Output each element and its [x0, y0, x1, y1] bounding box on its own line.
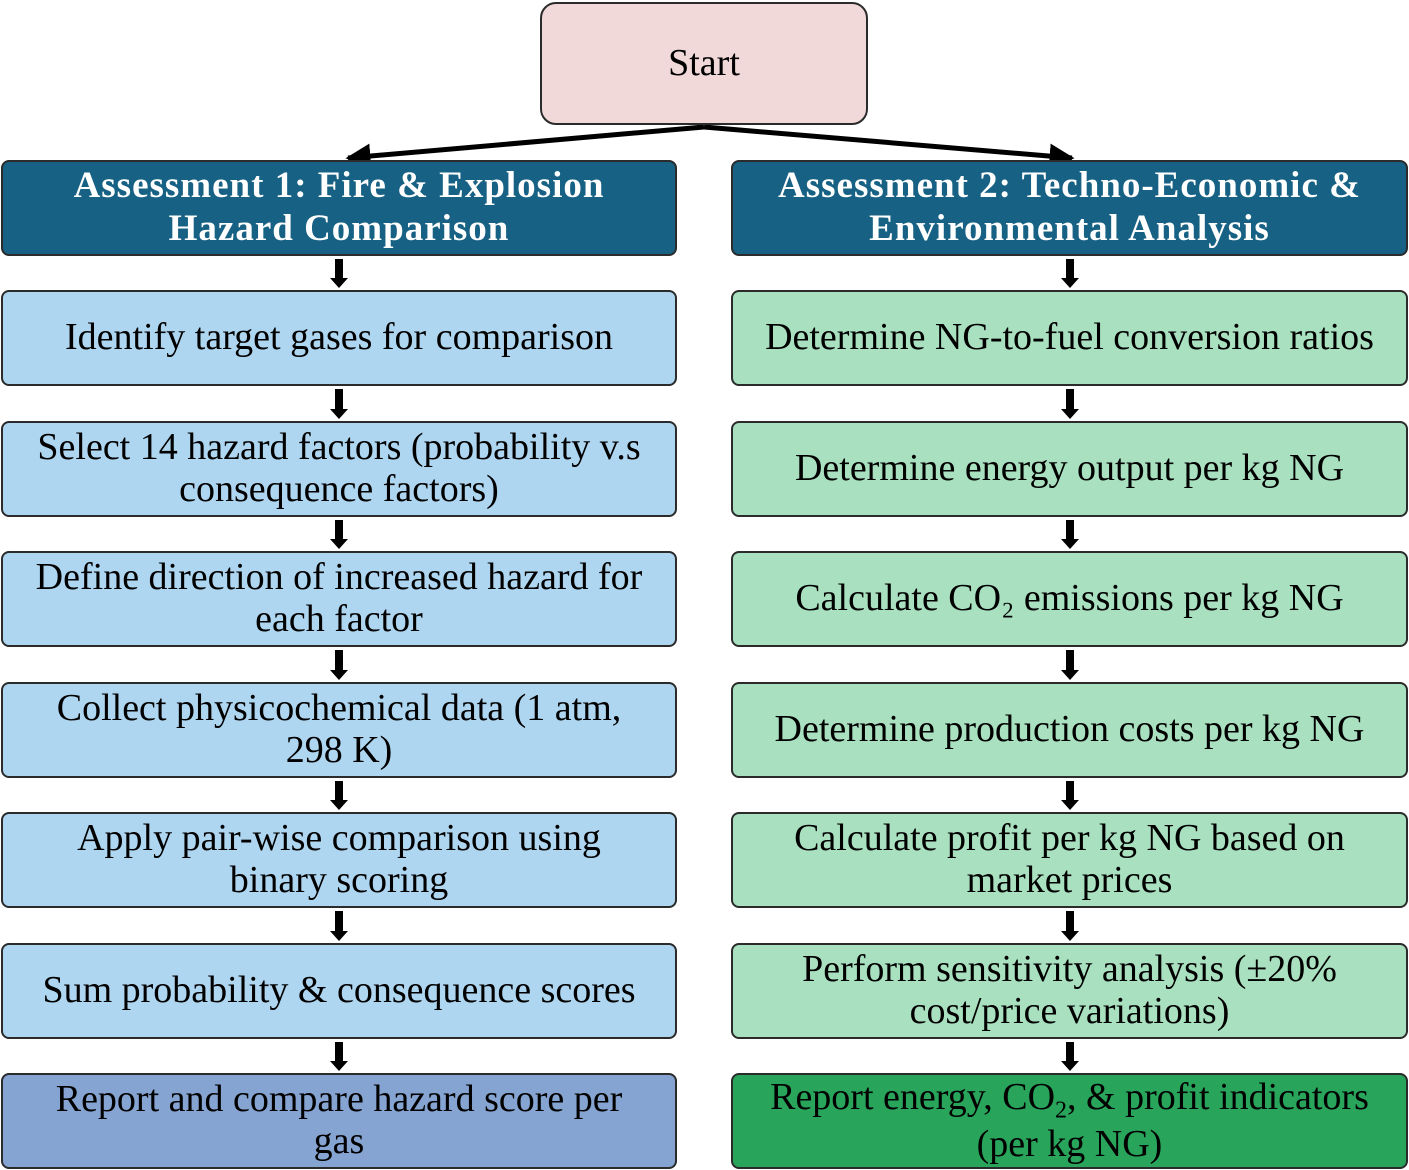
assessment1-title-line2: Hazard Comparison [168, 208, 510, 249]
step-text: 298 K) [285, 729, 393, 771]
step-text: (per kg NG) [976, 1122, 1163, 1165]
a2-step-conversion-ratios: Determine NG-to-fuel conversion ratios [731, 290, 1408, 386]
a2-down-arrow-5 [1061, 781, 1079, 810]
step-text: Report energy, CO2, & profit indicators [770, 1075, 1369, 1124]
a2-step-production-costs: Determine production costs per kg NG [731, 682, 1408, 778]
step-text: Select 14 hazard factors (probability v.… [37, 426, 641, 469]
a2-step-co2-emissions: Calculate CO₂ emissions per kg NG [731, 551, 1408, 647]
step-text: Collect physicochemical data (1 atm, [56, 687, 622, 730]
assessment2-header: Assessment 2: Techno-Economic & Environm… [731, 160, 1408, 256]
a2-step-energy-output: Determine energy output per kg NG [731, 421, 1408, 517]
a1-step-report-hazard: Report and compare hazard score per gas [1, 1073, 677, 1169]
step-text: Calculate profit per kg NG based on [794, 817, 1345, 860]
step-text: Identify target gases for comparison [64, 316, 613, 359]
final-sub: 2 [1055, 1097, 1068, 1124]
start-to-assessment2-arrow [703, 124, 1075, 169]
a1-step-define-direction: Define direction of increased hazard for… [1, 551, 677, 647]
a2-down-arrow-7 [1061, 1042, 1079, 1071]
step-text: Report and compare hazard score per [55, 1078, 623, 1121]
a1-down-arrow-1 [330, 259, 348, 288]
start-to-assessment1-arrow [345, 124, 705, 169]
a1-down-arrow-5 [330, 781, 348, 810]
step-text: gas [313, 1120, 365, 1162]
final-pre: Report energy, CO [770, 1075, 1056, 1118]
assessment1-header: Assessment 1: Fire & Explosion Hazard Co… [1, 160, 677, 256]
a2-down-arrow-1 [1061, 259, 1079, 288]
a2-down-arrow-2 [1061, 389, 1079, 419]
step-text: Define direction of increased hazard for [35, 556, 643, 599]
step-text: Determine NG-to-fuel conversion ratios [765, 316, 1374, 359]
a2-step-profit: Calculate profit per kg NG based on mark… [731, 812, 1408, 908]
a1-step-sum-scores: Sum probability & consequence scores [1, 943, 677, 1039]
a2-down-arrow-6 [1061, 911, 1079, 941]
step-text: Perform sensitivity analysis (±20% [802, 948, 1337, 991]
start-node: Start [540, 2, 868, 125]
a1-step-select-factors: Select 14 hazard factors (probability v.… [1, 421, 677, 517]
a1-down-arrow-3 [330, 520, 348, 549]
a1-down-arrow-2 [330, 389, 348, 419]
step-text: Apply pair-wise comparison using [77, 817, 601, 860]
a1-down-arrow-4 [330, 650, 348, 680]
step-text: Determine energy output per kg NG [794, 447, 1345, 490]
step-text: Calculate CO₂ emissions per kg NG [795, 577, 1344, 620]
step-text: cost/price variations) [909, 990, 1230, 1032]
step-text: each factor [255, 598, 423, 640]
a2-step-sensitivity: Perform sensitivity analysis (±20% cost/… [731, 943, 1408, 1039]
a1-step-collect-data: Collect physicochemical data (1 atm, 298… [1, 682, 677, 778]
step-text: Sum probability & consequence scores [42, 969, 636, 1012]
a2-down-arrow-3 [1061, 520, 1079, 549]
step-text: binary scoring [229, 859, 449, 901]
final-post: , & profit indicators [1067, 1075, 1369, 1118]
step-text: Determine production costs per kg NG [774, 708, 1365, 751]
step-text: consequence factors) [179, 468, 499, 510]
assessment1-title-line1: Assessment 1: Fire & Explosion [73, 165, 605, 207]
step-text: market prices [966, 859, 1173, 901]
a1-step-pairwise-comparison: Apply pair-wise comparison using binary … [1, 812, 677, 908]
a2-step-report-indicators: Report energy, CO2, & profit indicators … [731, 1073, 1408, 1169]
a2-down-arrow-4 [1061, 650, 1079, 680]
a1-down-arrow-7 [330, 1042, 348, 1071]
assessment2-title-line1: Assessment 2: Techno-Economic & [778, 165, 1361, 207]
a1-step-identify-gases: Identify target gases for comparison [1, 290, 677, 386]
assessment2-title-line2: Environmental Analysis [869, 208, 1270, 249]
a1-down-arrow-6 [330, 911, 348, 941]
